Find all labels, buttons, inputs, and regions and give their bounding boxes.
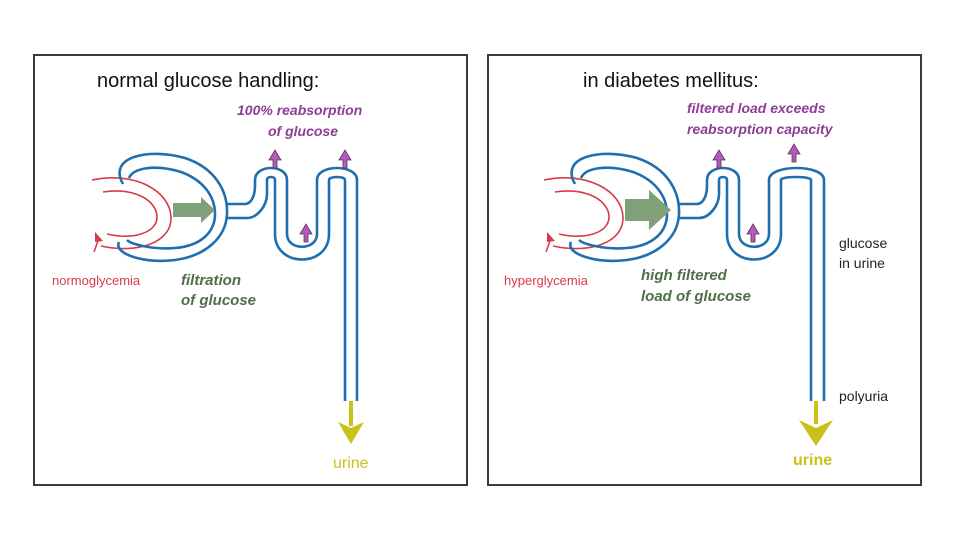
filtration-label-line1: filtration: [181, 272, 241, 289]
polyuria-label: polyuria: [839, 388, 889, 404]
diabetes-panel: in diabetes mellitus: filtered load exce…: [487, 54, 922, 486]
filtration-label-line2: of glucose: [181, 292, 257, 309]
urine-label: urine: [793, 452, 833, 469]
reabsorption-arrow-icon: [746, 223, 760, 243]
bowman-capsule-outer: [117, 152, 229, 263]
reabsorption-arrow-icon: [712, 149, 726, 169]
urine-label: urine: [333, 455, 369, 472]
nephron-diagram-normal: [91, 149, 364, 444]
reabsorption-arrow-icon: [299, 223, 313, 243]
reabsorption-arrow-icon: [338, 149, 352, 169]
panel-title: normal glucose handling:: [97, 70, 320, 92]
filtration-label-line1: high filtered: [641, 267, 727, 284]
capillary-loop-outer: [91, 177, 172, 250]
reabsorption-label-line2: reabsorption capacity: [687, 121, 833, 137]
bowman-capsule-outer: [569, 152, 681, 263]
panel-title: in diabetes mellitus:: [583, 70, 759, 92]
glucose-in-urine-label-line1: glucose: [839, 235, 888, 251]
reabsorption-arrow-icon: [268, 149, 282, 169]
filtration-arrow-icon: [625, 190, 671, 230]
filtration-label-line2: load of glucose: [641, 288, 752, 305]
tubule-inner-wall: [227, 175, 347, 401]
capillary-loop-outer: [543, 177, 624, 250]
normal-glucose-panel: normal glucose handling: 100% reabsorpti…: [33, 54, 468, 486]
tubule-outer-wall: [679, 166, 826, 401]
tubule-inner-wall: [679, 175, 813, 401]
bowman-capsule-inner: [126, 166, 217, 250]
tubule-outer-wall: [227, 166, 359, 401]
blood-glucose-label: normoglycemia: [52, 273, 141, 288]
capillary-loop-inner: [554, 190, 610, 237]
capillary-loop-inner: [102, 190, 158, 237]
blood-arrow-icon: [547, 232, 555, 242]
reabsorption-label-line1: 100% reabsorption: [237, 102, 363, 118]
nephron-diagram-diabetes: [543, 143, 833, 446]
filtration-arrow-icon: [173, 197, 215, 223]
reabsorption-label-line1: filtered load exceeds: [687, 100, 826, 116]
blood-glucose-label: hyperglycemia: [504, 273, 588, 288]
reabsorption-label-line2: of glucose: [268, 123, 339, 139]
blood-arrow-icon: [95, 232, 103, 242]
urine-arrow-icon: [338, 422, 364, 444]
reabsorption-arrow-icon: [787, 143, 801, 163]
glucose-in-urine-label-line2: in urine: [839, 255, 885, 271]
bowman-capsule-inner: [578, 166, 669, 250]
urine-arrow-icon: [799, 420, 833, 446]
